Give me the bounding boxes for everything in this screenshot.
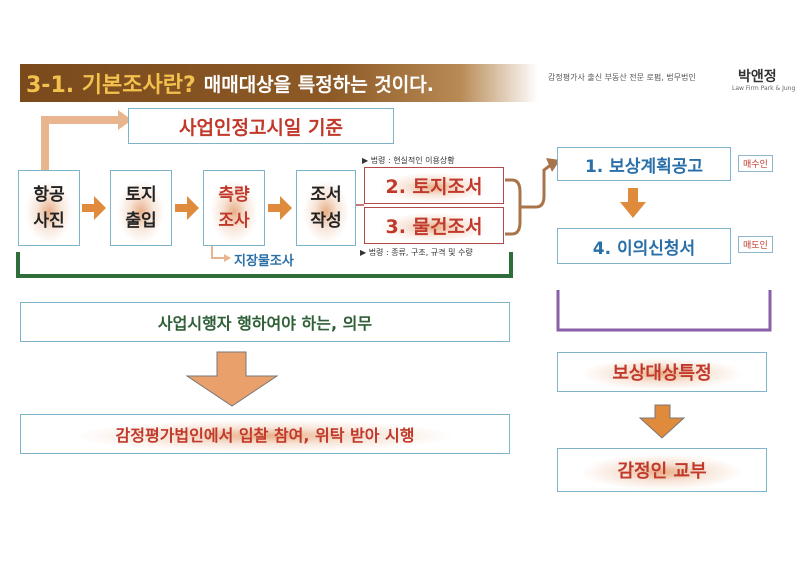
header-bar [20,64,538,102]
goods-survey-label: 3. 물건조서 [385,216,483,238]
appraiser-delivery-label: 감정인 교부 [617,461,707,482]
brand-english: Law Firm Park & Jung [732,85,796,92]
step-record: 조서 작성 [296,170,356,246]
note-connector-arrow [41,116,118,170]
compensation-plan-box: 1. 보상계획공고 [557,147,731,181]
down-arrow-plan [620,188,646,218]
buyer-tag: 매수인 [738,155,773,172]
notice-date-label: 사업인정고시일 기준 [179,116,343,139]
step-label: 항공 사진 [33,185,65,231]
sub-survey-arrowhead [224,254,231,262]
land-law-note: ▶ 법령 : 현실적인 이용상황 [362,156,455,165]
goods-law-note: ▶ 법령 : 종류, 구조, 규격 및 수량 [360,248,473,257]
step-survey: 측량 조사 [203,170,265,246]
down-arrow-specify [638,404,686,439]
objection-box: 4. 이의신청서 [557,228,731,264]
green-bracket [16,252,513,278]
step-arrow-2 [175,196,199,220]
step-label: 측량 조사 [218,185,250,231]
right-bracket [505,178,522,236]
appraisal-role-box: 감정평가법인에서 입찰 참여, 위탁 받아 시행 [20,414,510,454]
appraisal-role-label: 감정평가법인에서 입찰 참여, 위탁 받아 시행 [115,426,415,445]
notice-date-box: 사업인정고시일 기준 [128,108,394,144]
step-aerial-photo: 항공 사진 [18,170,80,246]
obstacle-survey-label: 지장물조사 [234,254,294,269]
objection-label: 4. 이의신청서 [592,238,696,259]
appraiser-delivery-box: 감정인 교부 [557,448,767,492]
step-land-entry: 토지 출입 [110,170,172,246]
brand-caption: 감정평가사 출신 부동산 전문 로펌, 법무법인 [548,73,696,82]
step-label: 조서 작성 [310,185,342,231]
plan-connector-arrowhead [546,158,560,172]
brand-block: 감정평가사 출신 부동산 전문 로펌, 법무법인 박앤정 Law Firm Pa… [548,60,795,100]
land-survey-box: 2. 토지조서 [364,167,504,204]
big-down-arrow [185,351,279,407]
land-survey-label: 2. 토지조서 [385,176,483,198]
purple-bracket [556,290,772,332]
goods-survey-box: 3. 물건조서 [364,207,504,244]
section-subtitle: 매매대상을 특정하는 것이다. [203,73,434,96]
section-title: 3-1. 기본조사란? [26,73,196,98]
duty-box: 사업시행자 행하여야 하는, 의무 [20,302,510,342]
plan-connector [520,162,553,209]
duty-label: 사업시행자 행하여야 하는, 의무 [157,314,373,333]
brand-name: 박앤정 [738,69,777,85]
seller-tag: 매도인 [738,236,773,253]
header-title: 3-1. 기본조사란? 매매대상을 특정하는 것이다. [26,66,434,100]
sub-survey-hook [211,246,226,259]
specify-target-label: 보상대상특정 [612,363,712,384]
note-connector-arrowhead [118,110,132,130]
specify-target-box: 보상대상특정 [557,352,767,392]
step-label: 토지 출입 [125,185,157,231]
compensation-plan-label: 1. 보상계획공고 [584,156,704,177]
step-arrow-1 [82,196,106,220]
step-arrow-3 [268,196,292,220]
